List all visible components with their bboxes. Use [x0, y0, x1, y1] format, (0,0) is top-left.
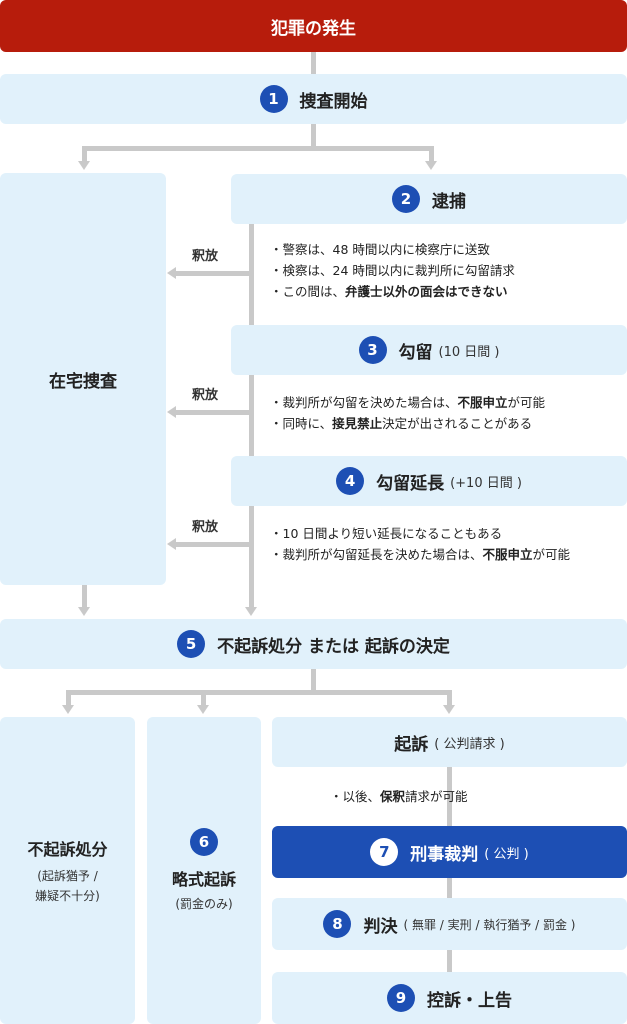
step-number-badge: 7	[370, 838, 399, 866]
fukiso-box: 不起訴処分 (起訴猶予 / 嫌疑不十分)	[0, 717, 135, 1024]
kiso-subtitle: ( 公判請求 )	[434, 736, 505, 752]
arrow-down	[197, 705, 209, 714]
step-number-badge: 2	[392, 185, 420, 213]
kiso-title: 起訴	[394, 734, 429, 755]
release-label: 釈放	[192, 520, 219, 535]
fukiso-sub2: 嫌疑不十分)	[35, 888, 100, 903]
connector	[176, 271, 251, 276]
connector	[82, 146, 434, 151]
step3-notes: ・裁判所が勾留を決めた場合は、不服申立が可能 ・同時に、接見禁止決定が出されるこ…	[270, 392, 627, 434]
arrow-down	[443, 705, 455, 714]
step4-notes: ・10 日間より短い延長になることもある ・裁判所が勾留延長を決めた場合は、不服…	[270, 523, 627, 565]
connector	[429, 146, 434, 162]
note-line: ・警察は、48 時間以内に検察庁に送致	[270, 242, 490, 257]
step-number-badge: 9	[387, 984, 415, 1012]
note-line: ・この間は、弁護士以外の面会はできない	[270, 284, 508, 299]
step9-title: 控訴・上告	[427, 990, 512, 1011]
note-line: ・裁判所が勾留を決めた場合は、不服申立が可能	[270, 395, 546, 410]
connector	[66, 690, 452, 695]
fukiso-sub1: (起訴猶予 /	[37, 868, 98, 883]
release-label: 釈放	[192, 388, 219, 403]
connector	[82, 585, 87, 608]
step3-box: 3 勾留 (10 日間 )	[231, 325, 627, 375]
step3-subtitle: (10 日間 )	[438, 344, 500, 360]
note-line: ・同時に、接見禁止決定が出されることがある	[270, 416, 533, 431]
connector	[82, 146, 87, 162]
main-vertical-connector	[249, 224, 254, 608]
step6-title: 略式起訴	[171, 869, 236, 889]
note-line: ・10 日間より短い延長になることもある	[270, 526, 503, 541]
arrow-left	[167, 406, 176, 418]
step-number-badge: 5	[177, 630, 206, 658]
step2-box: 2 逮捕	[231, 174, 627, 224]
step4-subtitle: (+10 日間 )	[450, 475, 522, 491]
note-line: ・裁判所が勾留延長を決めた場合は、不服申立が可能	[270, 547, 571, 562]
step1-title: 捜査開始	[299, 91, 368, 112]
step8-box: 8 判決 ( 無罪 / 実刑 / 執行猶予 / 罰金 )	[272, 898, 627, 950]
zaitaku-box: 在宅捜査	[0, 173, 166, 585]
arrow-down	[425, 161, 437, 170]
arrow-down	[78, 161, 90, 170]
step-number-badge: 8	[323, 910, 352, 938]
kiso-box: 起訴 ( 公判請求 )	[272, 717, 627, 767]
arrow-down	[78, 607, 90, 616]
step8-title: 判決	[363, 916, 398, 937]
step-number-badge: 3	[358, 336, 387, 364]
connector	[447, 690, 452, 706]
arrow-down	[245, 607, 257, 616]
connector	[311, 124, 316, 150]
step-number-badge: 6	[190, 827, 218, 856]
release-label: 釈放	[192, 249, 219, 264]
connector	[176, 542, 251, 547]
step2-title: 逮捕	[432, 191, 466, 212]
step7-title: 刑事裁判	[410, 844, 479, 865]
step9-box: 9 控訴・上告	[272, 972, 627, 1024]
step1-box: 1 捜査開始	[0, 74, 627, 124]
header-crime-occurrence: 犯罪の発生	[0, 0, 627, 52]
step-number-badge: 1	[259, 85, 288, 113]
step5-box: 5 不起訴処分 または 起訴の決定	[0, 619, 627, 669]
connector	[201, 690, 206, 706]
step4-box: 4 勾留延長 (+10 日間 )	[231, 456, 627, 506]
step8-subtitle: ( 無罪 / 実刑 / 執行猶予 / 罰金 )	[403, 917, 576, 932]
step-number-badge: 4	[336, 467, 365, 495]
step6-box: 6 略式起訴 (罰金のみ)	[147, 717, 261, 1024]
step7-subtitle: ( 公判 )	[484, 846, 529, 862]
step6-subtitle: (罰金のみ)	[175, 896, 233, 911]
fukiso-title: 不起訴処分	[27, 839, 108, 859]
connector	[311, 669, 316, 693]
step4-title: 勾留延長	[376, 473, 445, 494]
arrow-left	[167, 538, 176, 550]
kiso-note: ・以後、保釈請求が可能	[330, 789, 468, 804]
step7-box: 7 刑事裁判 ( 公判 )	[272, 826, 627, 878]
zaitaku-title: 在宅捜査	[49, 371, 117, 392]
connector	[176, 410, 251, 415]
step5-title: 不起訴処分 または 起訴の決定	[217, 636, 450, 657]
connector	[311, 52, 316, 74]
arrow-down	[62, 705, 74, 714]
step2-notes: ・警察は、48 時間以内に検察庁に送致 ・検察は、24 時間以内に裁判所に勾留請…	[270, 239, 627, 302]
connector	[66, 690, 71, 706]
step3-title: 勾留	[398, 342, 433, 363]
note-line: ・検察は、24 時間以内に裁判所に勾留請求	[270, 263, 515, 278]
arrow-left	[167, 267, 176, 279]
